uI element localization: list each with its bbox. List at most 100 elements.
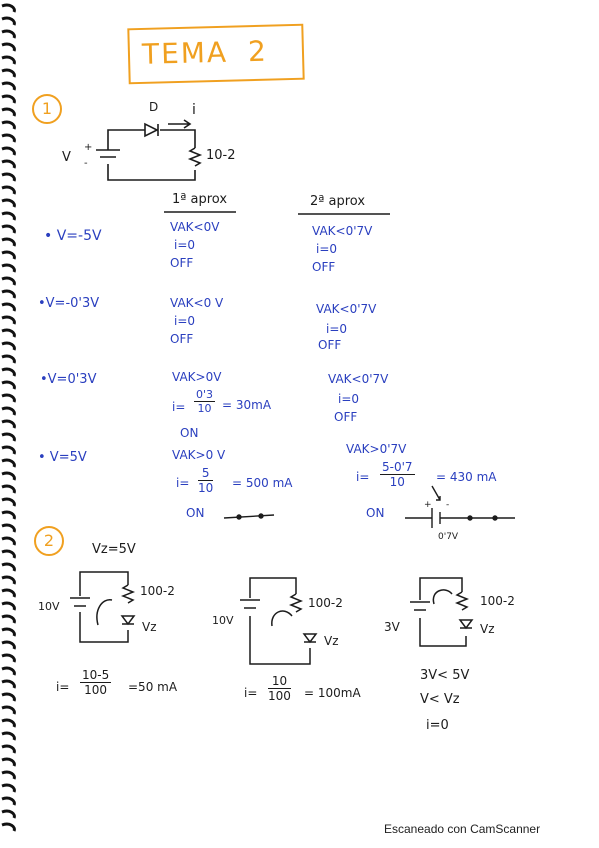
spiral-ring [1, 276, 16, 286]
row2-a1-l1: VAK<0 V [170, 296, 224, 310]
row4-frac1-num: 5 [198, 466, 214, 481]
resistor-label: 10-2 [206, 148, 236, 163]
spiral-ring [1, 731, 16, 741]
f1-pre: i= [56, 680, 70, 694]
row4-voltage: • V=5V [38, 450, 87, 465]
row1-a1-l3: OFF [170, 256, 194, 270]
c3-source: 3V [384, 620, 400, 634]
spiral-ring [1, 809, 16, 819]
spiral-ring [1, 445, 16, 455]
row1-a1-l1: VAK<0V [170, 220, 220, 234]
row4-frac2-post: = 430 mA [436, 470, 497, 484]
spiral-ring [1, 68, 16, 78]
row2-a1-l3: OFF [170, 332, 194, 346]
spiral-ring [1, 133, 16, 143]
f1-den: 100 [84, 683, 108, 697]
header-aprox-2: 2ª aprox [310, 194, 366, 209]
spiral-ring [1, 172, 16, 182]
c3-line-3: i=0 [426, 718, 449, 733]
row3-voltage: •V=0'3V [40, 372, 97, 387]
spiral-ring [1, 107, 16, 117]
spiral-ring [1, 237, 16, 247]
spiral-ring [1, 562, 16, 572]
spiral-ring [1, 120, 16, 130]
scanner-watermark: Escaneado con CamScanner [384, 822, 541, 836]
spiral-ring [1, 510, 16, 520]
spiral-ring [1, 432, 16, 442]
row4-frac2-den: 10 [389, 475, 405, 489]
spiral-ring [1, 94, 16, 104]
spiral-ring [1, 484, 16, 494]
row1-a2-l1: VAK<0'7V [312, 224, 373, 238]
spiral-ring [1, 146, 16, 156]
spiral-ring [1, 159, 16, 169]
spiral-ring [1, 198, 16, 208]
spiral-ring [1, 640, 16, 650]
c1-resistor: 100-2 [140, 584, 175, 598]
spiral-ring [1, 783, 16, 793]
c3-zener: Vz [480, 622, 495, 636]
row4-state-1: ON [186, 506, 205, 520]
f2-post: = 100mA [304, 686, 361, 700]
spiral-ring [1, 406, 16, 416]
f1-num: 10-5 [80, 668, 112, 683]
spiral-ring [1, 627, 16, 637]
row2-a2-l2: i=0 [326, 322, 348, 336]
f2-num: 10 [268, 674, 291, 689]
header-aprox-1: 1ª aprox [172, 192, 228, 207]
row4-fraction-1: 5 10 [198, 466, 214, 495]
minus-label: - [84, 158, 88, 169]
circuit-v-label: V [62, 150, 71, 165]
spiral-ring [1, 536, 16, 546]
spiral-ring [1, 549, 16, 559]
row4-frac-post: = 500 mA [232, 476, 293, 490]
row2-a1-l2: i=0 [174, 314, 196, 328]
row2-a2-l1: VAK<0'7V [316, 302, 377, 316]
row4-frac1-den: 10 [198, 481, 214, 495]
spiral-ring [1, 718, 16, 728]
exercise-1-marker: 1 [32, 94, 62, 124]
spiral-ring [1, 705, 16, 715]
spiral-ring [1, 653, 16, 663]
f1-post: =50 mA [128, 680, 178, 694]
spiral-ring [1, 796, 16, 806]
current-label: i [192, 102, 196, 118]
spiral-ring [1, 16, 16, 26]
diode-drop-label: 0'7V [438, 532, 459, 542]
spiral-ring [1, 185, 16, 195]
spiral-ring [1, 328, 16, 338]
diode-plus: + [424, 500, 432, 510]
c3-resistor: 100-2 [480, 594, 515, 608]
spiral-ring [1, 380, 16, 390]
row1-a1-l2: i=0 [174, 238, 196, 252]
spiral-binding [1, 3, 16, 832]
spiral-ring [1, 601, 16, 611]
row3-a2-l3: OFF [334, 410, 358, 424]
row3-a1-l1: VAK>0V [172, 370, 222, 384]
spiral-ring [1, 224, 16, 234]
f1-fraction: 10-5 100 [80, 668, 112, 697]
spiral-ring [1, 302, 16, 312]
row1-a2-l3: OFF [312, 260, 336, 274]
spiral-ring [1, 770, 16, 780]
row3-frac-post: = 30mA [222, 398, 272, 412]
row3-state: ON [180, 426, 199, 440]
spiral-ring [1, 588, 16, 598]
spiral-ring [1, 211, 16, 221]
spiral-ring [1, 419, 16, 429]
spiral-ring [1, 614, 16, 624]
exercise-2-marker: 2 [34, 526, 64, 556]
f2-fraction: 10 100 [268, 674, 291, 703]
spiral-ring [1, 458, 16, 468]
diode-label: D [149, 100, 159, 114]
c2-resistor: 100-2 [308, 596, 343, 610]
spiral-ring [1, 42, 16, 52]
spiral-ring [1, 250, 16, 260]
spiral-ring [1, 341, 16, 351]
diode-minus: - [446, 500, 450, 510]
spiral-ring [1, 692, 16, 702]
spiral-ring [1, 354, 16, 364]
row2-voltage: •V=-0'3V [38, 296, 100, 311]
